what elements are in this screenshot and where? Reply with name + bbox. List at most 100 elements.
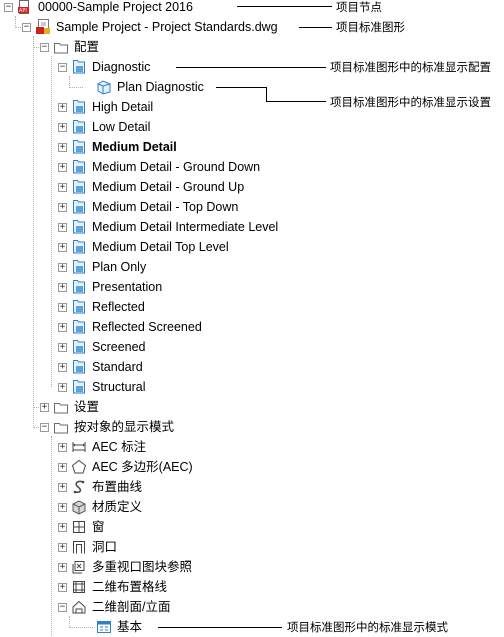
config-item[interactable]: + Standard bbox=[58, 357, 143, 377]
expand-toggle[interactable]: + bbox=[58, 101, 67, 112]
expand-toggle[interactable]: + bbox=[58, 221, 67, 232]
expand-toggle[interactable]: + bbox=[58, 321, 67, 332]
config-label: Medium Detail Intermediate Level bbox=[92, 220, 279, 234]
representation-folder-label: 按对象的显示模式 bbox=[74, 420, 175, 434]
collapse-toggle[interactable]: − bbox=[22, 21, 31, 32]
callout-display-set: 项目标准图形中的标准显示设置 bbox=[330, 95, 491, 109]
object-type-item[interactable]: + 多重视口图块参照 bbox=[58, 557, 192, 577]
expand-toggle[interactable]: + bbox=[58, 581, 67, 592]
display-config-icon bbox=[71, 359, 87, 375]
config-item[interactable]: + Presentation bbox=[58, 277, 162, 297]
config-set-item-plan-diagnostic[interactable]: Plan Diagnostic bbox=[96, 77, 204, 97]
tree-guide bbox=[33, 47, 43, 48]
expand-toggle[interactable]: + bbox=[58, 521, 67, 532]
config-label: Presentation bbox=[92, 280, 163, 294]
callout-standards-drawing: 项目标准图形 bbox=[336, 20, 405, 34]
expand-toggle[interactable]: + bbox=[58, 281, 67, 292]
config-item[interactable]: + Structural bbox=[58, 377, 146, 397]
object-type-item[interactable]: − 二维剖面/立面 bbox=[58, 597, 170, 617]
display-config-icon bbox=[71, 259, 87, 275]
display-representation-icon bbox=[96, 619, 112, 635]
collapse-toggle[interactable]: − bbox=[40, 421, 49, 432]
callout-line bbox=[266, 87, 267, 102]
object-type-item[interactable]: + 洞口 bbox=[58, 537, 117, 557]
config-item[interactable]: + Medium Detail - Ground Down bbox=[58, 157, 260, 177]
expand-toggle[interactable]: + bbox=[58, 141, 67, 152]
expand-toggle[interactable]: + bbox=[58, 361, 67, 372]
config-item[interactable]: + Plan Only bbox=[58, 257, 146, 277]
object-type-label: 材质定义 bbox=[92, 500, 143, 514]
display-config-icon bbox=[71, 159, 87, 175]
expand-toggle[interactable]: + bbox=[58, 201, 67, 212]
expand-toggle[interactable]: + bbox=[58, 341, 67, 352]
config-item[interactable]: + Medium Detail - Ground Up bbox=[58, 177, 244, 197]
collapse-toggle[interactable]: − bbox=[58, 61, 67, 72]
callout-line bbox=[266, 101, 326, 102]
object-type-item[interactable]: + AEC 多边形(AEC) bbox=[58, 457, 193, 477]
folder-icon bbox=[53, 419, 69, 435]
config-item[interactable]: + Medium Detail - Top Down bbox=[58, 197, 238, 217]
expand-toggle[interactable]: + bbox=[58, 161, 67, 172]
object-type-item[interactable]: + 布置曲线 bbox=[58, 477, 142, 497]
tree-item-sets-folder[interactable]: + 设置 bbox=[40, 397, 99, 417]
object-type-item[interactable]: + AEC 标注 bbox=[58, 437, 146, 457]
expand-toggle[interactable]: + bbox=[58, 181, 67, 192]
tree-item-config-folder[interactable]: − 配置 bbox=[40, 37, 99, 57]
config-item-low-detail[interactable]: + Low Detail bbox=[58, 117, 150, 137]
display-set-icon bbox=[96, 79, 112, 95]
object-type-label: AEC 标注 bbox=[92, 440, 147, 454]
tree-item-representation-folder[interactable]: − 按对象的显示模式 bbox=[40, 417, 174, 437]
expand-toggle[interactable]: + bbox=[58, 561, 67, 572]
expand-toggle[interactable]: + bbox=[58, 501, 67, 512]
grid-icon bbox=[71, 579, 87, 595]
multi-view-block-icon bbox=[71, 559, 87, 575]
display-config-icon bbox=[71, 219, 87, 235]
expand-toggle[interactable]: + bbox=[58, 381, 67, 392]
config-item-diagnostic[interactable]: − Diagnostic bbox=[58, 57, 150, 77]
object-type-label: 洞口 bbox=[92, 540, 118, 554]
config-item[interactable]: + Reflected Screened bbox=[58, 317, 202, 337]
callout-line bbox=[176, 67, 326, 68]
tree-guide bbox=[33, 407, 43, 408]
object-type-label: AEC 多边形(AEC) bbox=[92, 460, 193, 474]
collapse-toggle[interactable]: − bbox=[58, 601, 67, 612]
expand-toggle[interactable]: + bbox=[58, 301, 67, 312]
display-config-icon bbox=[71, 319, 87, 335]
expand-toggle[interactable]: + bbox=[58, 261, 67, 272]
expand-toggle[interactable]: + bbox=[58, 481, 67, 492]
config-label: Standard bbox=[92, 360, 143, 374]
object-type-item[interactable]: + 二维布置格线 bbox=[58, 577, 167, 597]
display-config-icon bbox=[71, 139, 87, 155]
dwg-file-icon bbox=[35, 19, 51, 35]
expand-toggle[interactable]: + bbox=[40, 401, 49, 412]
collapse-toggle[interactable]: − bbox=[40, 41, 49, 52]
object-type-label: 多重视口图块参照 bbox=[92, 560, 193, 574]
config-item[interactable]: + Screened bbox=[58, 337, 146, 357]
display-config-icon bbox=[71, 199, 87, 215]
collapse-toggle[interactable]: − bbox=[4, 1, 13, 12]
expand-toggle[interactable]: + bbox=[58, 461, 67, 472]
object-type-item[interactable]: + 窗 bbox=[58, 517, 105, 537]
representation-item-basic[interactable]: 基本 bbox=[96, 617, 142, 637]
opening-icon bbox=[71, 539, 87, 555]
config-item[interactable]: + Medium Detail Top Level bbox=[58, 237, 229, 257]
project-node-label: 00000-Sample Project 2016 bbox=[38, 0, 193, 14]
expand-toggle[interactable]: + bbox=[58, 441, 67, 452]
config-item-high-detail[interactable]: + High Detail bbox=[58, 97, 153, 117]
config-item-medium-detail[interactable]: + Medium Detail bbox=[58, 137, 177, 157]
tree-item-project[interactable]: − API 00000-Sample Project 2016 bbox=[4, 0, 193, 17]
tree-guide bbox=[33, 427, 43, 428]
object-type-label: 二维剖面/立面 bbox=[92, 600, 171, 614]
expand-toggle[interactable]: + bbox=[58, 241, 67, 252]
config-item[interactable]: + Reflected bbox=[58, 297, 145, 317]
expand-toggle[interactable]: + bbox=[58, 121, 67, 132]
display-config-icon bbox=[71, 299, 87, 315]
config-label: Medium Detail Top Level bbox=[92, 240, 229, 254]
window-icon bbox=[71, 519, 87, 535]
object-type-item[interactable]: + 材质定义 bbox=[58, 497, 142, 517]
tree-item-standards-drawing[interactable]: − Sample Project - Project Standards.dwg bbox=[22, 17, 278, 37]
config-item[interactable]: + Medium Detail Intermediate Level bbox=[58, 217, 278, 237]
display-config-icon bbox=[71, 99, 87, 115]
expand-toggle[interactable]: + bbox=[58, 541, 67, 552]
